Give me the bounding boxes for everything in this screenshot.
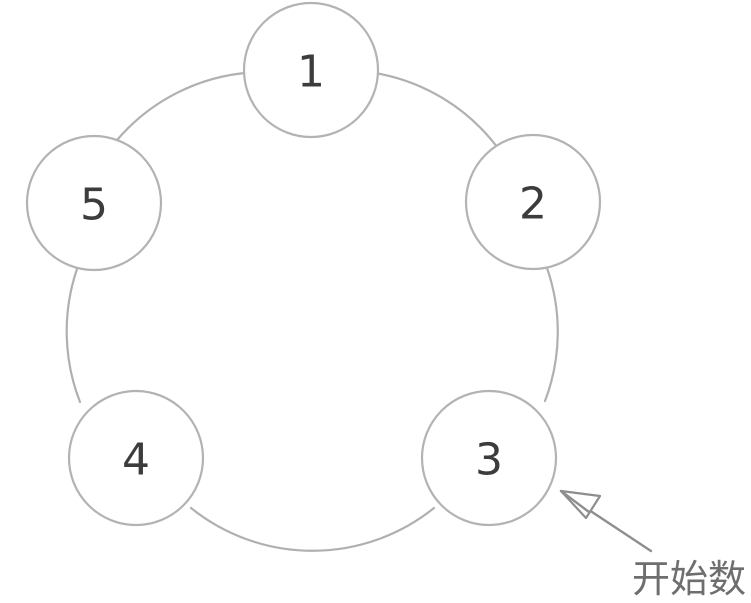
node-4-circle[interactable] xyxy=(67,389,205,527)
node-1[interactable]: 1 xyxy=(242,1,380,139)
edge-1-to-2 xyxy=(370,71,502,153)
node-1-label: 1 xyxy=(297,47,325,98)
node-4-label: 4 xyxy=(122,435,150,486)
node-3-label: 3 xyxy=(475,435,503,486)
edge-3-to-4 xyxy=(189,506,436,552)
node-5[interactable]: 5 xyxy=(25,134,163,272)
node-1-circle[interactable] xyxy=(242,1,380,139)
start-annotation-arrow xyxy=(559,489,653,553)
node-2[interactable]: 2 xyxy=(464,133,602,271)
edge-5-to-1 xyxy=(116,71,252,141)
edge-2-to-3 xyxy=(543,266,559,403)
node-3[interactable]: 3 xyxy=(420,389,558,527)
node-4[interactable]: 4 xyxy=(67,389,205,527)
edge-group xyxy=(65,71,559,552)
node-5-circle[interactable] xyxy=(25,134,163,272)
start-annotation-label: 开始数 xyxy=(632,557,746,601)
edge-4-to-5 xyxy=(65,267,82,404)
node-3-circle[interactable] xyxy=(420,389,558,527)
arrow-head-inner-line xyxy=(559,489,591,514)
arrow-shaft-line xyxy=(587,508,653,553)
node-5-label: 5 xyxy=(80,180,108,231)
node-2-label: 2 xyxy=(519,179,547,230)
node-2-circle[interactable] xyxy=(464,133,602,271)
